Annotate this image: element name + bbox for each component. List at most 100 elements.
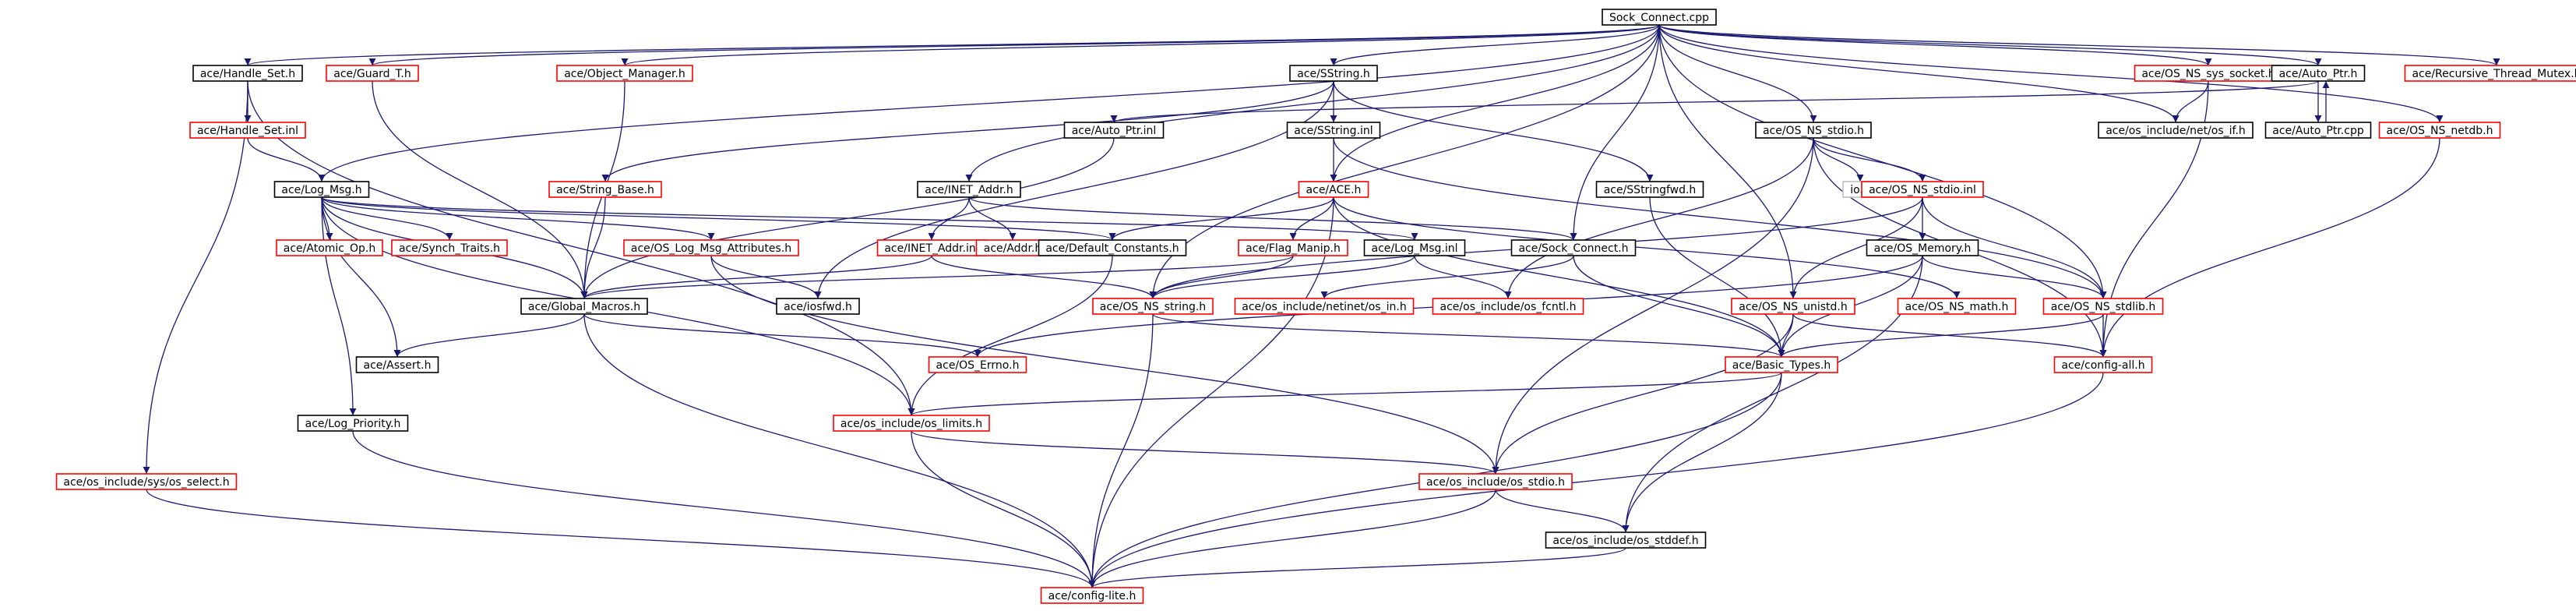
node-box — [623, 239, 799, 256]
node-default-constants-h[interactable]: ace/Default_Constants.h — [1038, 239, 1187, 256]
node-atomic-op-h[interactable]: ace/Atomic_Op.h — [276, 239, 383, 256]
node-os-ns-string-h[interactable]: ace/OS_NS_string.h — [1092, 298, 1214, 315]
node-os-ns-netdb-h[interactable]: ace/OS_NS_netdb.h — [2378, 122, 2501, 139]
node-box — [2271, 65, 2366, 82]
node-box — [2053, 356, 2153, 373]
edge-default-constants-h-to-os-limits-h — [907, 255, 1113, 416]
edge-sstring-h-to-string-base-h — [601, 80, 1334, 182]
node-box — [297, 415, 409, 432]
node-sstringfwd-h[interactable]: ace/SStringfwd.h — [1595, 181, 1704, 198]
node-os-if-h[interactable]: ace/os_include/net/os_if.h — [2098, 122, 2254, 139]
node-label: ace/Log_Msg.inl — [1372, 242, 1458, 255]
node-label: ace/Global_Macros.h — [528, 301, 640, 313]
edge-os-ns-stdlib-h-to-basic-types-h — [1778, 313, 2104, 358]
node-auto-ptr-h[interactable]: ace/Auto_Ptr.h — [2271, 65, 2366, 82]
node-box — [1731, 298, 1855, 315]
node-flag-manip-h[interactable]: ace/Flag_Manip.h — [1238, 239, 1348, 256]
node-box — [1866, 239, 1979, 256]
node-box — [1432, 298, 1584, 315]
node-label: ace/os_include/os_stdio.h — [1426, 476, 1565, 489]
node-label: ace/OS_Memory.h — [1874, 242, 1972, 255]
node-assert-h[interactable]: ace/Assert.h — [355, 356, 439, 373]
edge-log-msg-h-to-synch-traits-h — [321, 196, 453, 241]
node-box — [776, 298, 860, 315]
node-os-ns-stdio-h[interactable]: ace/OS_NS_stdio.h — [1755, 122, 1872, 139]
node-box — [1363, 239, 1466, 256]
node-os-ns-unistd-h[interactable]: ace/OS_NS_unistd.h — [1731, 298, 1855, 315]
node-os-stdio-h[interactable]: ace/os_include/os_stdio.h — [1418, 473, 1573, 490]
node-sock-connect-h[interactable]: ace/Sock_Connect.h — [1510, 239, 1637, 256]
edge-os-limits-h-to-os-stdio-h — [911, 430, 1499, 475]
node-os-fcntl-h[interactable]: ace/os_include/os_fcntl.h — [1432, 298, 1584, 315]
node-recursive-thread-mutex-h[interactable]: ace/Recursive_Thread_Mutex.h — [2404, 65, 2576, 82]
node-config-all-h[interactable]: ace/config-all.h — [2053, 356, 2153, 373]
nodes-layer: Sock_Connect.cpp ace/Handle_Set.h ace/Guar… — [55, 9, 2576, 604]
edge-os-ns-stdio-h-to-os-stdio-h — [1492, 137, 1814, 475]
edge-sock-connect-cpp-to-os-ns-unistd-h — [1658, 24, 1797, 299]
node-os-ns-math-h[interactable]: ace/OS_NS_math.h — [1897, 298, 2017, 315]
node-os-log-msg-attributes-h[interactable]: ace/OS_Log_Msg_Attributes.h — [623, 239, 799, 256]
edge-log-msg-h-to-log-priority-h — [321, 196, 357, 416]
edge-log-msg-h-to-default-constants-h — [321, 196, 1116, 241]
node-handle-set-h[interactable]: ace/Handle_Set.h — [192, 65, 303, 82]
node-label: ace/INET_Addr.h — [925, 184, 1013, 196]
edge-os-ns-unistd-h-to-os-stdio-h — [1492, 313, 1794, 475]
edge-sstringfwd-h-to-basic-types-h — [1649, 196, 1785, 358]
node-os-ns-stdlib-h[interactable]: ace/OS_NS_stdlib.h — [2042, 298, 2164, 315]
node-basic-types-h[interactable]: ace/Basic_Types.h — [1725, 356, 1838, 373]
edge-sock-connect-h-to-os-in-h — [1320, 255, 1574, 299]
edge-global-macros-h-to-assert-h — [393, 313, 585, 358]
node-box — [917, 181, 1021, 198]
edge-os-ns-stdio-h-to-os-ns-stdio-inl — [1813, 137, 1926, 182]
node-label: ace/OS_Errno.h — [936, 359, 1020, 372]
node-os-memory-h[interactable]: ace/OS_Memory.h — [1866, 239, 1979, 256]
node-inet-addr-inl[interactable]: ace/INET_Addr.inl — [876, 239, 987, 256]
node-box — [1545, 532, 1707, 549]
node-os-errno-h[interactable]: ace/OS_Errno.h — [928, 356, 1027, 373]
node-label: ace/Default_Constants.h — [1045, 242, 1179, 255]
node-label: ace/Flag_Manip.h — [1246, 242, 1341, 255]
edge-sock-connect-cpp-to-handle-set-h — [245, 24, 1660, 66]
node-label: ace/ACE.h — [1306, 184, 1362, 196]
node-log-msg-inl[interactable]: ace/Log_Msg.inl — [1363, 239, 1466, 256]
node-synch-traits-h[interactable]: ace/Synch_Traits.h — [391, 239, 508, 256]
node-label: ace/os_include/os_fcntl.h — [1440, 301, 1577, 313]
edge-inet-addr-inl-to-global-macros-h — [580, 255, 932, 299]
node-os-ns-sys-socket-h[interactable]: ace/OS_NS_sys_socket.h — [2134, 65, 2283, 82]
node-box — [1234, 298, 1415, 315]
node-addr-h[interactable]: ace/Addr.h — [975, 239, 1050, 256]
node-os-in-h[interactable]: ace/os_include/netinet/os_in.h — [1234, 298, 1415, 315]
node-string-base-h[interactable]: ace/String_Base.h — [548, 181, 662, 198]
edge-os-ns-stdio-h-to-io-h — [1813, 137, 1864, 182]
node-object-manager-h[interactable]: ace/Object_Manager.h — [556, 65, 693, 82]
node-inet-addr-h[interactable]: ace/INET_Addr.h — [917, 181, 1021, 198]
node-auto-ptr-inl[interactable]: ace/Auto_Ptr.inl — [1063, 122, 1165, 139]
node-os-limits-h[interactable]: ace/os_include/os_limits.h — [833, 415, 990, 432]
edge-inet-addr-h-to-inet-addr-inl — [928, 196, 970, 241]
node-box — [391, 239, 508, 256]
node-guard-t-h[interactable]: ace/Guard_T.h — [326, 65, 419, 82]
edges-layer — [143, 24, 2500, 588]
node-box — [189, 122, 306, 139]
node-os-select-h[interactable]: ace/os_include/sys/os_select.h — [55, 473, 238, 490]
node-box — [1038, 239, 1187, 256]
node-log-msg-h[interactable]: ace/Log_Msg.h — [273, 181, 370, 198]
node-sstring-h[interactable]: ace/SString.h — [1289, 65, 1378, 82]
node-iosfwd-h[interactable]: ace/iosfwd.h — [776, 298, 860, 315]
node-config-lite-h[interactable]: ace/config-lite.h — [1040, 587, 1144, 604]
node-os-stddef-h[interactable]: ace/os_include/os_stddef.h — [1545, 532, 1707, 549]
node-log-priority-h[interactable]: ace/Log_Priority.h — [297, 415, 409, 432]
edge-ace-h-to-config-lite-h — [1088, 196, 1334, 588]
node-ace-h[interactable]: ace/ACE.h — [1298, 181, 1369, 198]
edge-sock-connect-cpp-to-inet-addr-h — [965, 24, 1660, 182]
node-label: ace/iosfwd.h — [784, 301, 852, 313]
node-auto-ptr-cpp[interactable]: ace/Auto_Ptr.cpp — [2264, 122, 2372, 139]
node-sock-connect-cpp[interactable]: Sock_Connect.cpp — [1602, 9, 1717, 26]
edge-config-all-h-to-config-lite-h — [1088, 372, 2104, 588]
node-os-ns-stdio-inl[interactable]: ace/OS_NS_stdio.inl — [1861, 181, 1984, 198]
node-global-macros-h[interactable]: ace/Global_Macros.h — [520, 298, 648, 315]
node-label: ace/Addr.h — [984, 242, 1042, 255]
node-handle-set-inl[interactable]: ace/Handle_Set.inl — [189, 122, 306, 139]
node-sstring-inl[interactable]: ace/SString.inl — [1286, 122, 1381, 139]
